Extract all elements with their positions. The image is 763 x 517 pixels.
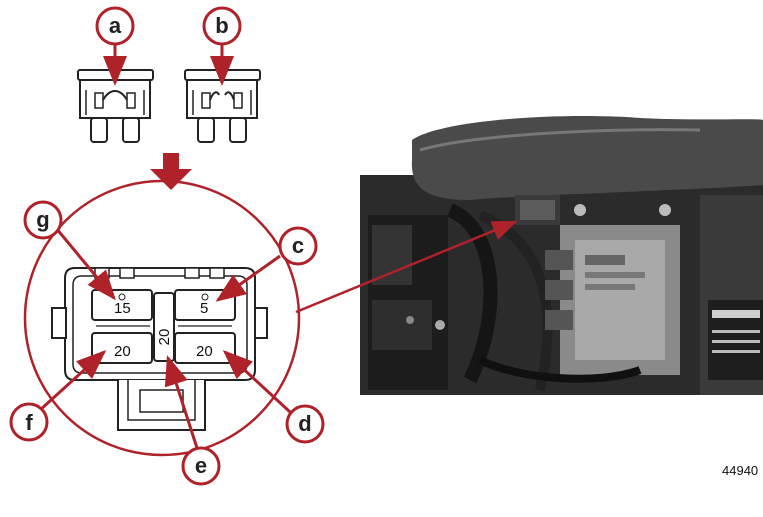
leader-c: [215, 254, 281, 302]
svg-text:d: d: [298, 411, 311, 436]
callout-g: g: [23, 200, 63, 240]
engine-photo: [360, 116, 763, 395]
leader-g: [54, 227, 116, 301]
fuse-rating-top-right: 5: [200, 300, 208, 317]
fuse-intact-icon: [77, 69, 154, 143]
fuse-slot-bottom-left: [91, 332, 153, 364]
svg-text:f: f: [25, 410, 33, 435]
callout-c: c: [278, 226, 318, 266]
callout-e: e: [181, 446, 221, 486]
svg-text:a: a: [109, 13, 122, 38]
fuse-rating-bottom-right: 20: [196, 343, 213, 360]
callout-a: a: [95, 6, 135, 46]
leader-e: [164, 355, 199, 449]
fuse-rating-top-left: 15: [114, 300, 131, 317]
callout-b: b: [202, 6, 242, 46]
figure-number: 44940: [722, 463, 758, 478]
fuse-slot-center: [153, 292, 175, 362]
callout-d: d: [285, 404, 325, 444]
magnifier-circle: [23, 179, 301, 457]
fuse-rating-bottom-left: 20: [114, 343, 131, 360]
photo-pointer-line: [295, 220, 518, 314]
leader-d: [222, 349, 292, 414]
fuse-rating-center: 20: [156, 329, 173, 346]
down-arrow-icon: [150, 153, 192, 190]
leader-f: [38, 349, 107, 412]
fuse-holder-icon: [51, 267, 268, 431]
svg-text:g: g: [36, 207, 49, 232]
svg-text:c: c: [292, 233, 304, 258]
svg-text:b: b: [215, 13, 228, 38]
svg-text:e: e: [195, 453, 207, 478]
callout-f: f: [9, 402, 49, 442]
